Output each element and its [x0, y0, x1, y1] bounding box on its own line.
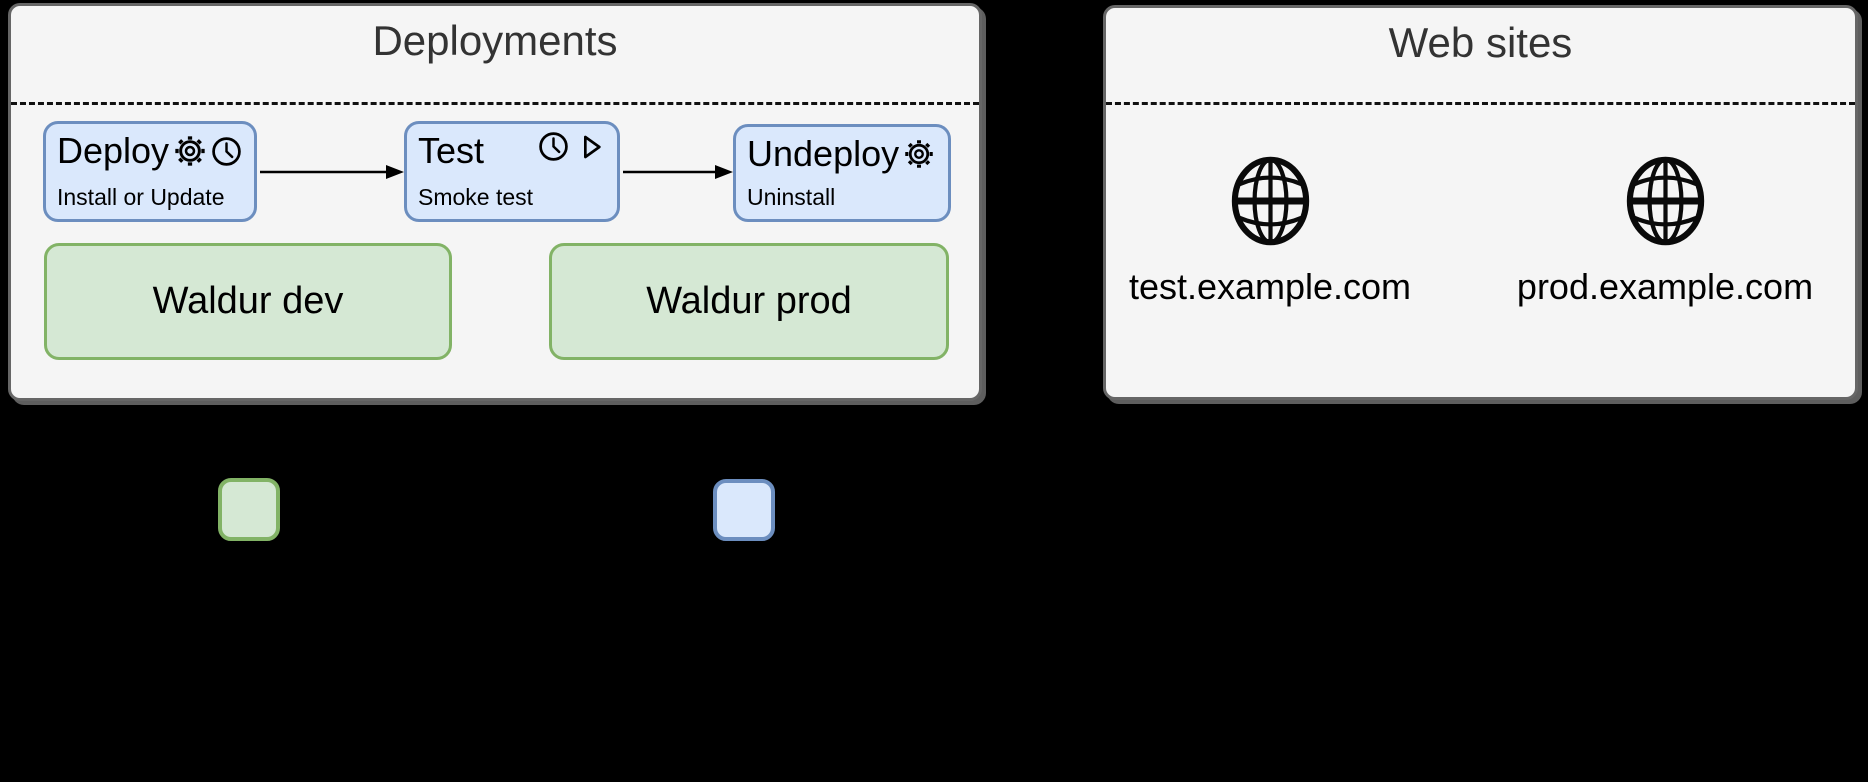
environment-label: Waldur dev [152, 280, 344, 322]
step-label: Deploy [57, 130, 170, 171]
step-sublabel: Smoke test [418, 184, 534, 210]
dashed-divider [1106, 102, 1855, 105]
step-undeploy: Undeploy Un [733, 124, 951, 222]
environment-waldur-dev: Waldur dev [44, 243, 452, 360]
globe-icon [1623, 156, 1708, 246]
step-label: Test [418, 130, 485, 171]
gear-icon [904, 139, 934, 169]
websites-panel-title: Web sites [1388, 19, 1573, 66]
gear-icon [174, 135, 206, 167]
legend-step-swatch [713, 479, 775, 541]
deployments-panel-title: Deployments [372, 17, 618, 64]
site-test: test.example.com [1120, 156, 1420, 308]
step-sublabel: Install or Update [57, 184, 225, 210]
site-domain: test.example.com [1128, 266, 1412, 307]
environment-label: Waldur prod [646, 280, 852, 322]
websites-panel: Web sites test.example.com [1103, 5, 1858, 400]
deployments-panel: Deployments Deploy [8, 3, 982, 401]
step-test: Test Smoke test [404, 121, 620, 222]
dashed-divider [11, 102, 979, 105]
globe-icon [1228, 156, 1313, 246]
step-label: Undeploy [747, 133, 900, 174]
step-sublabel: Uninstall [747, 184, 836, 210]
site-domain: prod.example.com [1516, 266, 1814, 307]
site-prod: prod.example.com [1515, 156, 1815, 308]
clock-icon [211, 136, 242, 167]
legend-environment-swatch [218, 478, 280, 541]
environment-waldur-prod: Waldur prod [549, 243, 949, 360]
play-icon [574, 131, 606, 163]
clock-icon [538, 131, 569, 162]
step-deploy: Deploy [43, 121, 257, 222]
